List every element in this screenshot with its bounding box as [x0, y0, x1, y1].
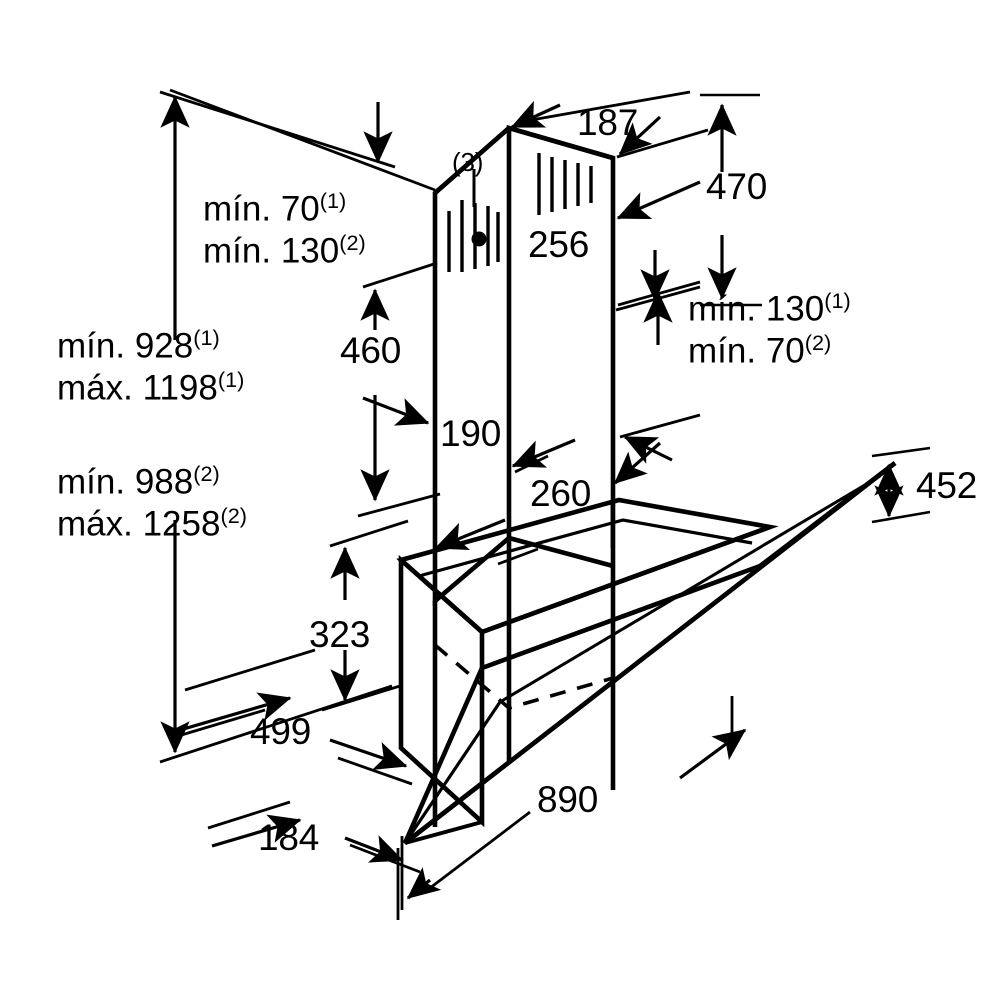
appliance-outline — [396, 124, 897, 845]
vent-grille-right — [537, 153, 593, 215]
label-dim-256: 256 — [528, 224, 590, 265]
vent-grille-group — [447, 153, 593, 272]
dim-460 — [357, 261, 441, 518]
dim-499 — [177, 648, 413, 786]
label-min-928-max-1198: mín. 928(1) máx. 1198(1) — [57, 325, 244, 409]
dim-min70-130-leader — [169, 88, 436, 192]
grille-center-marker — [471, 231, 487, 247]
vent-grille-left — [447, 200, 500, 272]
dimension-lines — [159, 88, 931, 920]
dim-470 — [700, 93, 762, 307]
dim-452 — [871, 446, 931, 524]
label-dim-323: 323 — [309, 614, 371, 655]
label-min-988-max-1258: mín. 988(2) máx. 1258(2) — [57, 461, 247, 545]
hood-body-top-seam — [418, 518, 753, 578]
dim-256-leaders — [616, 180, 701, 307]
chimney-upper-left-face — [432, 126, 511, 606]
label-dim-260: 260 — [530, 473, 592, 514]
label-min-70-2: mín. 70(2) — [688, 329, 832, 371]
glass-panel-inner-edge — [499, 474, 881, 704]
hood-body-bottom-left-edge — [404, 820, 483, 845]
label-max-1198-1: máx. 1198(1) — [57, 366, 245, 408]
label-min-130-70-right: mín. 130(1) mín. 70(2) — [688, 288, 851, 372]
label-min-130-2: mín. 130(2) — [203, 229, 366, 271]
label-min-928-1: mín. 928(1) — [57, 325, 220, 366]
chimney-lower-front-face — [508, 535, 614, 569]
label-min-70-1: mín. 70(1) — [203, 188, 347, 229]
label-dim-184: 184 — [258, 817, 320, 858]
label-dim-452: 452 — [916, 465, 978, 506]
label-min-70-130: mín. 70(1) mín. 130(2) — [203, 188, 366, 272]
label-dim-460: 460 — [340, 330, 402, 371]
label-dim-499: 499 — [250, 711, 312, 752]
label-ref-3: (3) — [452, 147, 484, 177]
dim-890 — [396, 696, 747, 920]
dim-187 — [510, 90, 709, 159]
label-dim-187: 187 — [577, 102, 639, 143]
label-dim-190: 190 — [440, 413, 502, 454]
glass-panel-fold — [403, 701, 502, 844]
label-dim-470: 470 — [706, 166, 768, 207]
chimney-upper-top-edge — [433, 125, 614, 195]
dim-min130-70-leaders — [615, 285, 701, 464]
dim-323 — [321, 519, 409, 712]
dim-190-leaders — [362, 396, 506, 551]
hood-body-front-band — [481, 524, 771, 635]
label-max-1258-2: máx. 1258(2) — [57, 502, 247, 544]
label-min-988-2: mín. 988(2) — [57, 461, 220, 502]
label-dim-890: 890 — [537, 779, 599, 820]
label-min-130-1: mín. 130(1) — [688, 288, 851, 329]
glass-panel-bottom-edge — [403, 461, 897, 845]
hidden-transition-line — [433, 643, 614, 710]
